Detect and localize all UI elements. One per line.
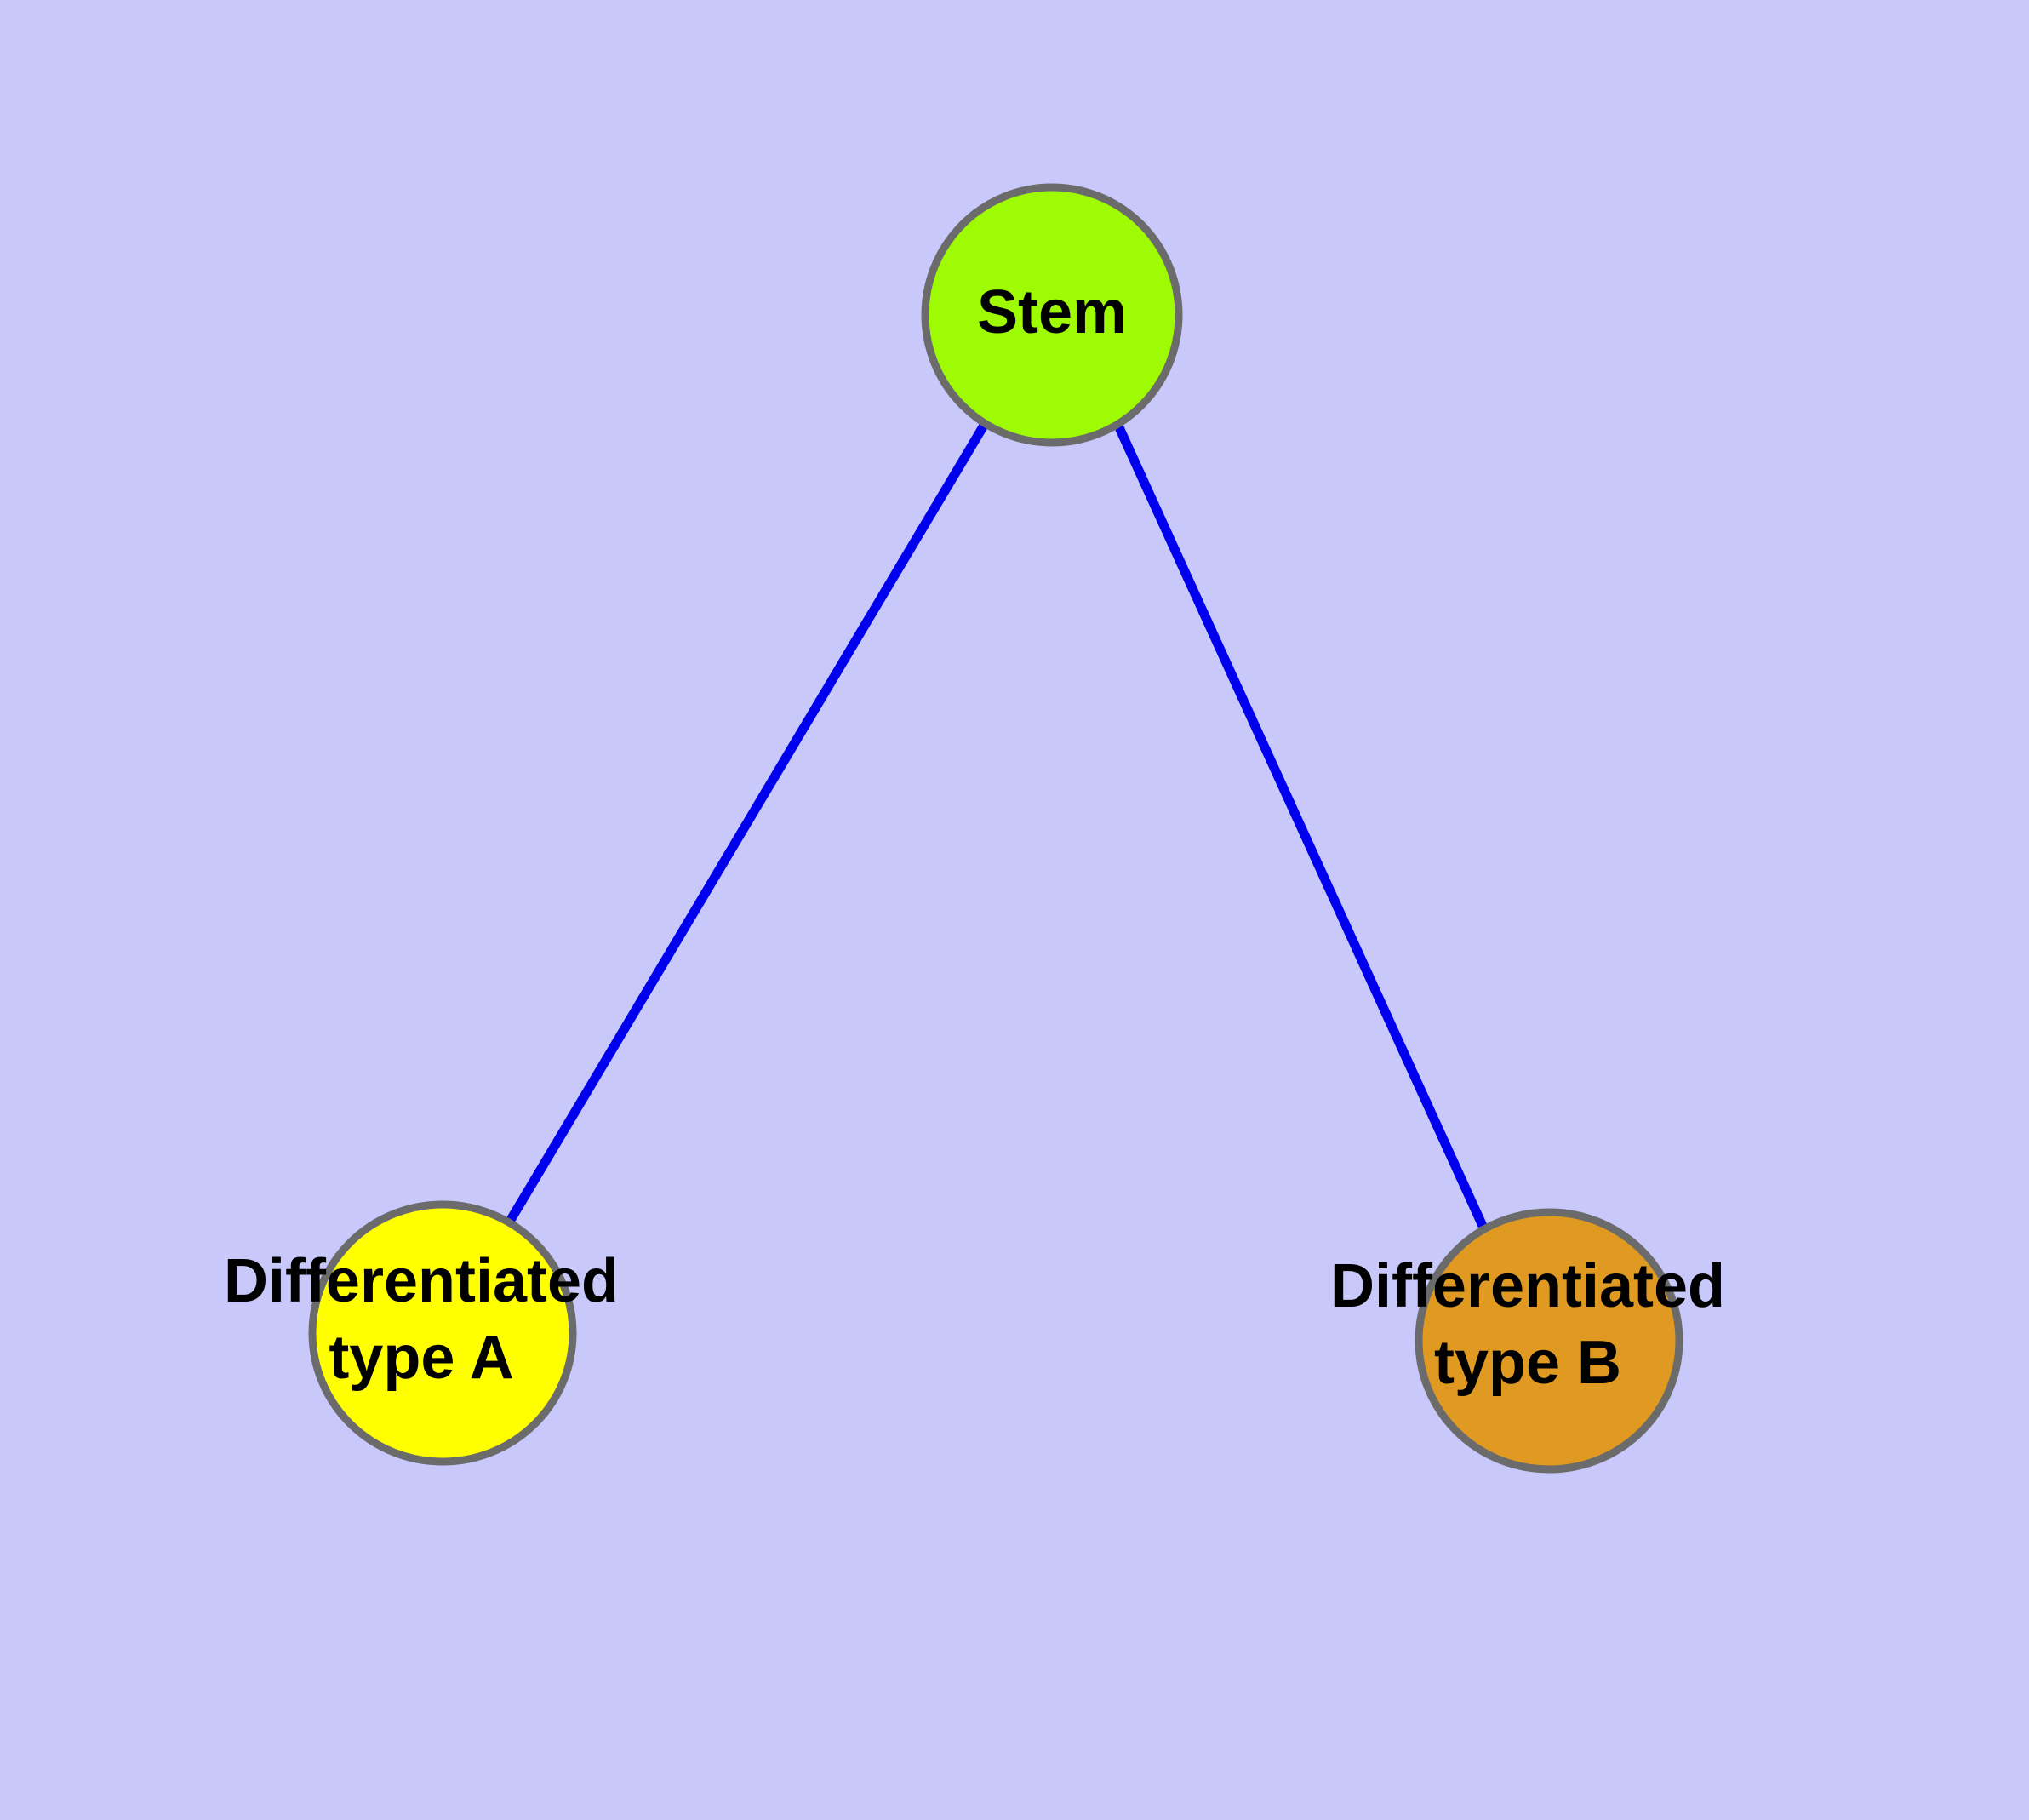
edge-stem-to-diff-b[interactable] <box>1113 423 1488 1228</box>
node-diff-b-shape[interactable] <box>1415 1208 1683 1474</box>
node-diff-b-label-group: Differentiated type B <box>1330 1252 1725 1397</box>
node-diff-a-label-group: Differentiated type A <box>224 1247 619 1392</box>
node-stem[interactable]: Stem <box>921 183 1183 447</box>
node-stem-label: Stem <box>977 278 1127 346</box>
node-diff-a-shape[interactable] <box>308 1200 577 1466</box>
node-diff-b[interactable] <box>1415 1208 1683 1474</box>
node-diff-a[interactable] <box>308 1200 577 1466</box>
edges-layer <box>506 421 1488 1228</box>
node-diff-b-label-line1: Differentiated <box>1330 1252 1725 1320</box>
edge-stem-to-diff-a[interactable] <box>506 421 989 1222</box>
node-diff-a-label-line2: type A <box>329 1324 513 1392</box>
node-diff-a-label-line1: Differentiated <box>224 1247 619 1315</box>
node-stem-shape[interactable] <box>921 183 1183 447</box>
node-diff-b-label-line2: type B <box>1434 1329 1621 1397</box>
